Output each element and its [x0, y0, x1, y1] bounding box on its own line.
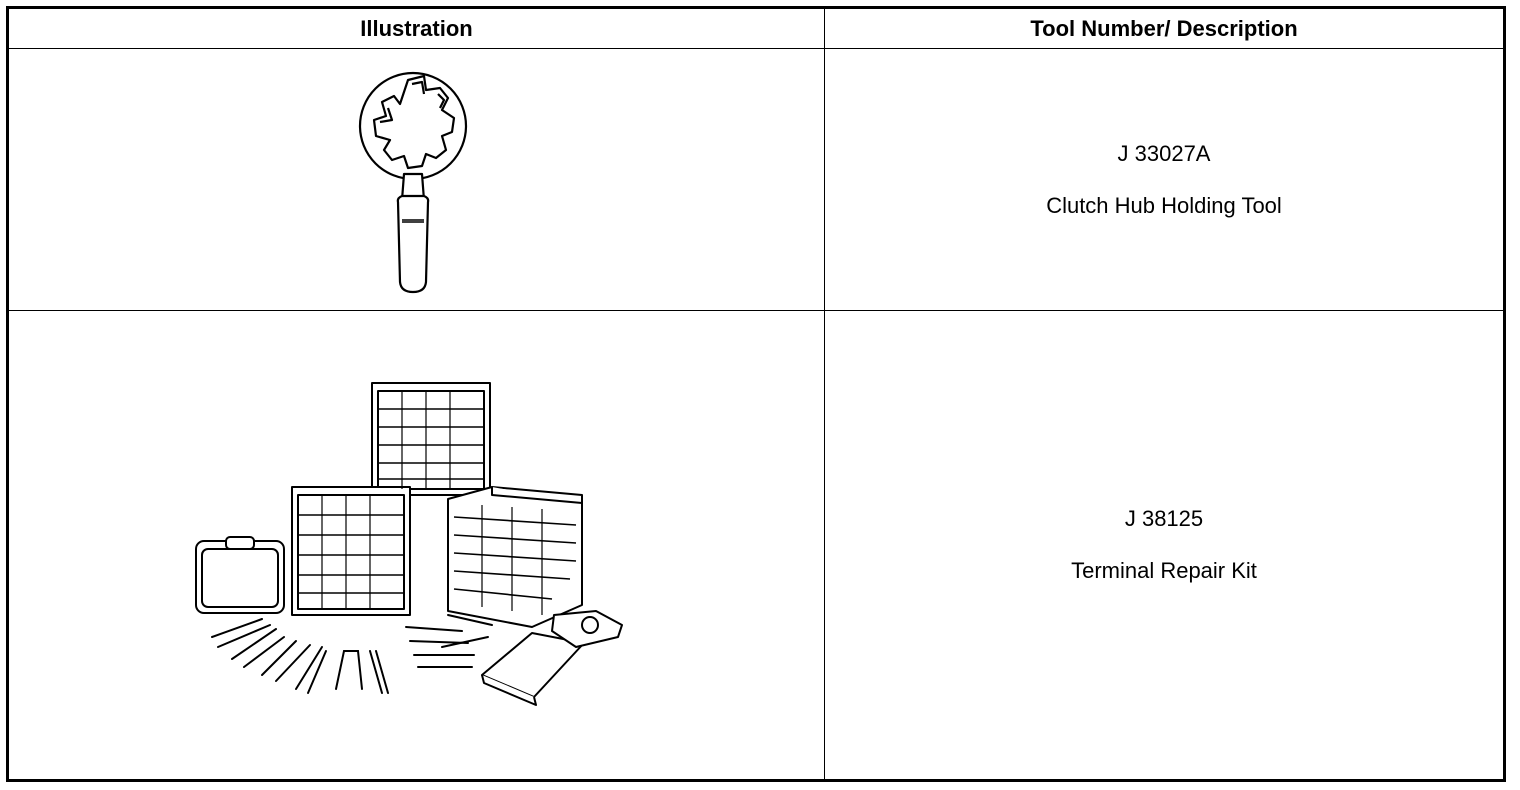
tool-description: Terminal Repair Kit — [1071, 558, 1257, 583]
tool-description: Clutch Hub Holding Tool — [1046, 192, 1282, 218]
tool-table: Illustration Tool Number/ Description — [6, 6, 1506, 782]
terminal-repair-kit-icon — [194, 382, 623, 706]
description-cell-row-1: J 33027A Clutch Hub Holding Tool — [825, 49, 1503, 310]
illustration-terminal-repair-kit — [9, 311, 824, 779]
illustration-clutch-hub-holding-tool — [9, 49, 824, 310]
header-divider — [9, 48, 1503, 49]
tool-number: J 33027A — [1117, 140, 1211, 166]
clutch-hub-holding-tool-icon — [358, 71, 467, 293]
row-divider — [9, 310, 1503, 311]
description-cell-row-2: J 38125 Terminal Repair Kit — [825, 311, 1503, 779]
column-divider — [824, 9, 825, 779]
header-illustration: Illustration — [360, 15, 473, 41]
header-tool-number-description: Tool Number/ Description — [1030, 15, 1298, 41]
tool-number: J 38125 — [1124, 506, 1204, 531]
